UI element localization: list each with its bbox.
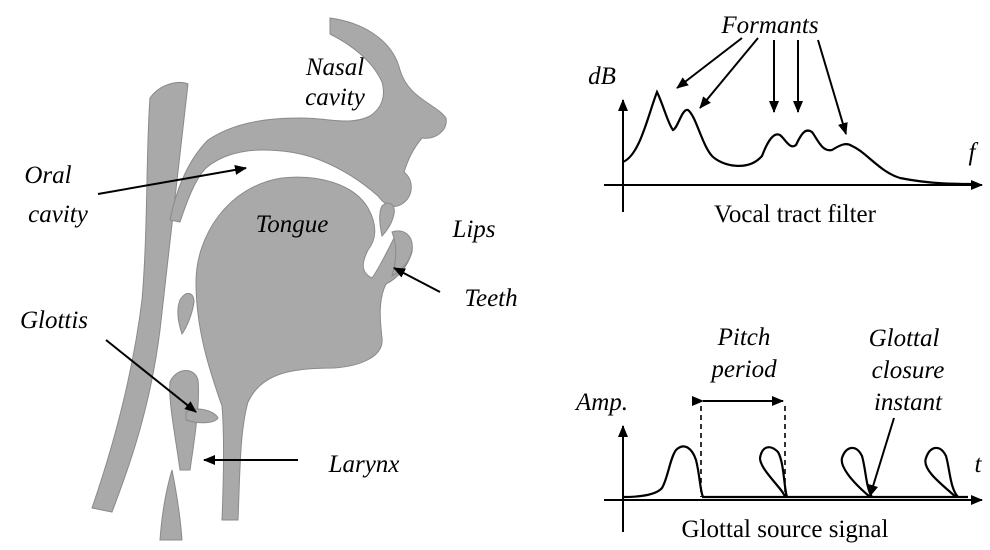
filter-x-label: f (969, 139, 979, 166)
pitch-label-line1: Pitch (717, 324, 771, 351)
tongue-label: Tongue (256, 211, 329, 238)
pitch-label-line2: period (709, 356, 777, 383)
glottis-label: Glottis (20, 307, 88, 334)
nasal-cavity-label-line1: Nasal (305, 54, 364, 81)
closure-label-line2: closure (872, 357, 945, 384)
oral-cavity-label-line2: cavity (28, 201, 89, 228)
vocal-folds (186, 409, 218, 423)
formants-label: Formants (720, 12, 818, 39)
lips-label: Lips (451, 216, 495, 243)
filter-y-label: dB (588, 63, 616, 90)
vocal-tract-filter-plot: Formants dB f Vocal tract filter (588, 12, 982, 228)
pharynx-back-wall (92, 83, 188, 512)
teeth-label: Teeth (464, 285, 517, 312)
glottal-source-plot: Pitch period Glottal closure instant Amp… (574, 324, 983, 543)
upper-teeth (380, 203, 395, 236)
epiglottis (178, 293, 194, 334)
teeth-arrow (394, 268, 440, 292)
formant-arrow-5 (818, 40, 846, 134)
closure-label-line3: instant (874, 389, 943, 416)
filter-caption: Vocal tract filter (714, 201, 877, 228)
nasal-cavity-label-line2: cavity (305, 84, 366, 111)
source-y-label: Amp. (574, 389, 628, 416)
closure-arrow (870, 418, 894, 496)
larynx-label: Larynx (328, 451, 400, 478)
source-caption: Glottal source signal (682, 516, 889, 543)
trachea-wall (160, 470, 182, 540)
oral-cavity-label-line1: Oral (24, 162, 71, 189)
formant-arrow-1 (677, 38, 742, 88)
source-x-label: t (975, 451, 983, 478)
closure-label-line1: Glottal (869, 325, 940, 352)
glottal-pulse-train (623, 446, 968, 497)
